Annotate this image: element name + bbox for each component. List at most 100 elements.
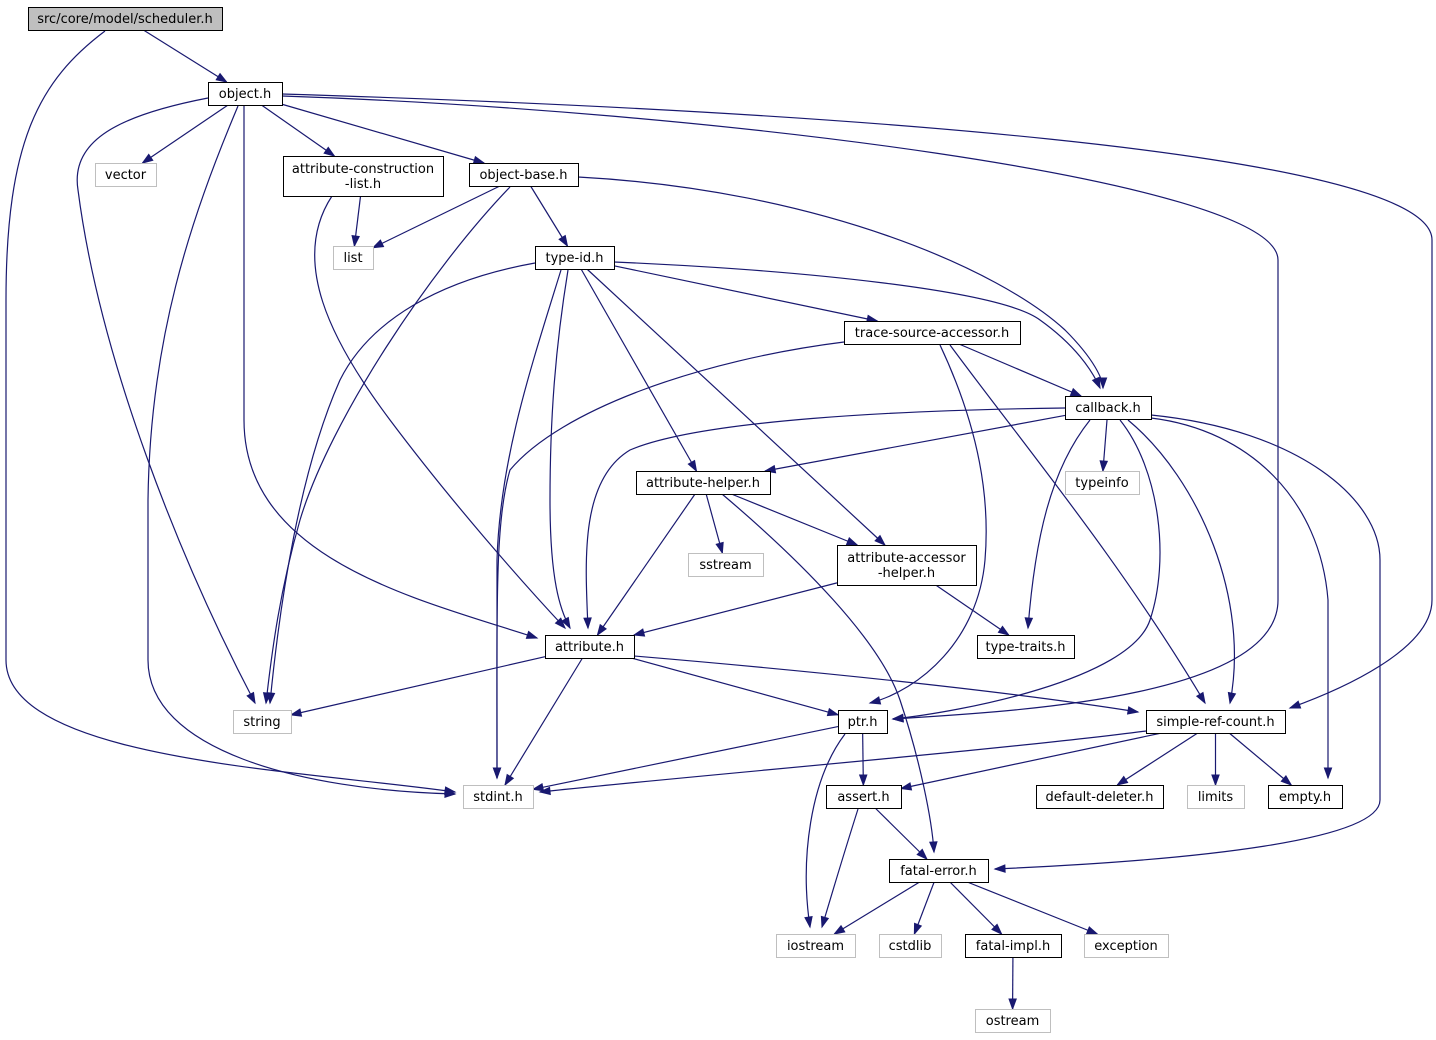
edge-object-to-objectbase bbox=[281, 103, 486, 165]
node-limits[interactable]: limits bbox=[1187, 785, 1245, 809]
node-callback[interactable]: callback.h bbox=[1065, 396, 1152, 420]
node-attribute[interactable]: attribute.h bbox=[545, 635, 635, 659]
node-objectbase[interactable]: object-base.h bbox=[469, 163, 579, 187]
edge-typeid-to-callback bbox=[613, 261, 1101, 390]
node-object[interactable]: object.h bbox=[208, 82, 283, 106]
node-box bbox=[826, 785, 902, 809]
node-label: ostream bbox=[986, 1014, 1040, 1029]
edge-ptr-to-iostream bbox=[804, 733, 846, 929]
edge-objectbase-to-string bbox=[262, 186, 511, 705]
node-aah[interactable]: attribute-accessor-helper.h bbox=[837, 545, 977, 586]
node-exception[interactable]: exception bbox=[1084, 934, 1169, 958]
edge-callback-to-typeinfo bbox=[1099, 418, 1109, 473]
edge-aah-to-attribute bbox=[632, 582, 838, 637]
node-label: callback.h bbox=[1075, 401, 1141, 416]
node-stdint[interactable]: stdint.h bbox=[463, 785, 534, 809]
node-box bbox=[1036, 785, 1164, 809]
node-cstdlib[interactable]: cstdlib bbox=[879, 934, 942, 958]
edge-typeid-to-aah bbox=[586, 268, 886, 547]
edge-typeid-to-tsa bbox=[613, 265, 879, 324]
edge-src-to-empty bbox=[1228, 732, 1293, 786]
node-ahelper[interactable]: attribute-helper.h bbox=[636, 471, 771, 495]
edge-fatalerror-to-cstdlib bbox=[913, 881, 935, 936]
node-box bbox=[95, 163, 157, 187]
edge-aah-to-typetraits bbox=[935, 584, 1010, 636]
edge-objectbase-to-typeid bbox=[530, 185, 569, 248]
node-scheduler[interactable]: src/core/model/scheduler.h bbox=[28, 7, 223, 31]
edge-objectbase-to-list bbox=[371, 185, 501, 249]
edge-ahelper-to-fatalerror bbox=[721, 493, 938, 854]
edge-fatalerror-to-exception bbox=[967, 881, 1099, 935]
node-label: empty.h bbox=[1279, 790, 1331, 805]
node-label: exception bbox=[1094, 939, 1158, 954]
node-dd[interactable]: default-deleter.h bbox=[1036, 785, 1164, 809]
node-iostream[interactable]: iostream bbox=[776, 934, 856, 958]
edge-callback-to-ahelper bbox=[763, 414, 1066, 474]
node-vector[interactable]: vector bbox=[95, 163, 157, 187]
edge-src-to-limits bbox=[1211, 733, 1220, 787]
edge-object-to-attribute bbox=[243, 106, 539, 639]
node-box bbox=[889, 859, 989, 883]
edge-acl-to-attribute bbox=[314, 195, 567, 630]
node-label: fatal-impl.h bbox=[976, 939, 1050, 954]
node-sstream[interactable]: sstream bbox=[688, 553, 764, 577]
node-typeinfo[interactable]: typeinfo bbox=[1065, 471, 1140, 495]
node-box bbox=[545, 635, 635, 659]
node-box bbox=[636, 471, 771, 495]
node-label: type-id.h bbox=[546, 251, 604, 266]
node-label: cstdlib bbox=[889, 939, 932, 954]
edge-callback-to-typetraits bbox=[1024, 419, 1091, 630]
edge-object-to-stdint bbox=[147, 105, 457, 799]
edge-tsa-to-src bbox=[949, 344, 1206, 705]
node-label: -list.h bbox=[345, 177, 381, 192]
edge-objectbase-to-callback bbox=[577, 176, 1108, 390]
node-string[interactable]: string bbox=[233, 710, 292, 734]
edge-typeid-to-ahelper bbox=[580, 268, 698, 473]
node-box bbox=[283, 156, 444, 197]
node-ptr[interactable]: ptr.h bbox=[838, 710, 888, 734]
node-label: limits bbox=[1198, 790, 1234, 805]
node-label: attribute-helper.h bbox=[646, 476, 760, 491]
edge-attribute-to-src bbox=[633, 655, 1140, 715]
node-label: object-base.h bbox=[479, 168, 567, 183]
edge-ptr-to-stdint bbox=[531, 725, 839, 792]
node-fatalimpl[interactable]: fatal-impl.h bbox=[965, 934, 1062, 958]
edge-object-to-string bbox=[76, 97, 256, 705]
node-acl[interactable]: attribute-construction-list.h bbox=[283, 156, 444, 197]
node-ostream[interactable]: ostream bbox=[975, 1009, 1051, 1033]
node-typeid[interactable]: type-id.h bbox=[535, 246, 615, 270]
node-box bbox=[1268, 785, 1343, 809]
node-list[interactable]: list bbox=[333, 246, 374, 270]
node-label: assert.h bbox=[837, 790, 889, 805]
edge-attribute-to-string bbox=[289, 656, 546, 717]
node-label: ptr.h bbox=[848, 715, 878, 730]
node-box bbox=[1084, 934, 1169, 958]
node-assert[interactable]: assert.h bbox=[826, 785, 902, 809]
node-box bbox=[469, 163, 579, 187]
node-box bbox=[1187, 785, 1245, 809]
node-label: trace-source-accessor.h bbox=[855, 326, 1009, 341]
node-typetraits[interactable]: type-traits.h bbox=[977, 635, 1075, 659]
node-box bbox=[977, 635, 1075, 659]
edge-assert-to-iostream bbox=[820, 808, 859, 929]
edge-tsa-to-stdint bbox=[492, 341, 845, 780]
node-empty[interactable]: empty.h bbox=[1268, 785, 1343, 809]
node-label: vector bbox=[105, 168, 147, 183]
node-tsa[interactable]: trace-source-accessor.h bbox=[844, 321, 1021, 345]
node-label: src/core/model/scheduler.h bbox=[37, 12, 213, 27]
edge-scheduler-to-stdint bbox=[5, 30, 457, 795]
node-box bbox=[535, 246, 615, 270]
node-label: type-traits.h bbox=[986, 640, 1066, 655]
edge-tsa-to-ptr bbox=[868, 344, 987, 705]
node-box bbox=[776, 934, 856, 958]
node-label: attribute-accessor bbox=[847, 551, 966, 566]
edge-callback-to-empty bbox=[1150, 417, 1333, 780]
node-box bbox=[463, 785, 534, 809]
edge-src-to-dd bbox=[1116, 732, 1199, 786]
node-fatalerror[interactable]: fatal-error.h bbox=[889, 859, 989, 883]
node-box bbox=[1065, 396, 1152, 420]
nodes-layer: src/core/model/scheduler.h object.h vector… bbox=[28, 7, 1343, 1033]
node-src[interactable]: simple-ref-count.h bbox=[1146, 710, 1286, 734]
node-label: iostream bbox=[787, 939, 844, 954]
